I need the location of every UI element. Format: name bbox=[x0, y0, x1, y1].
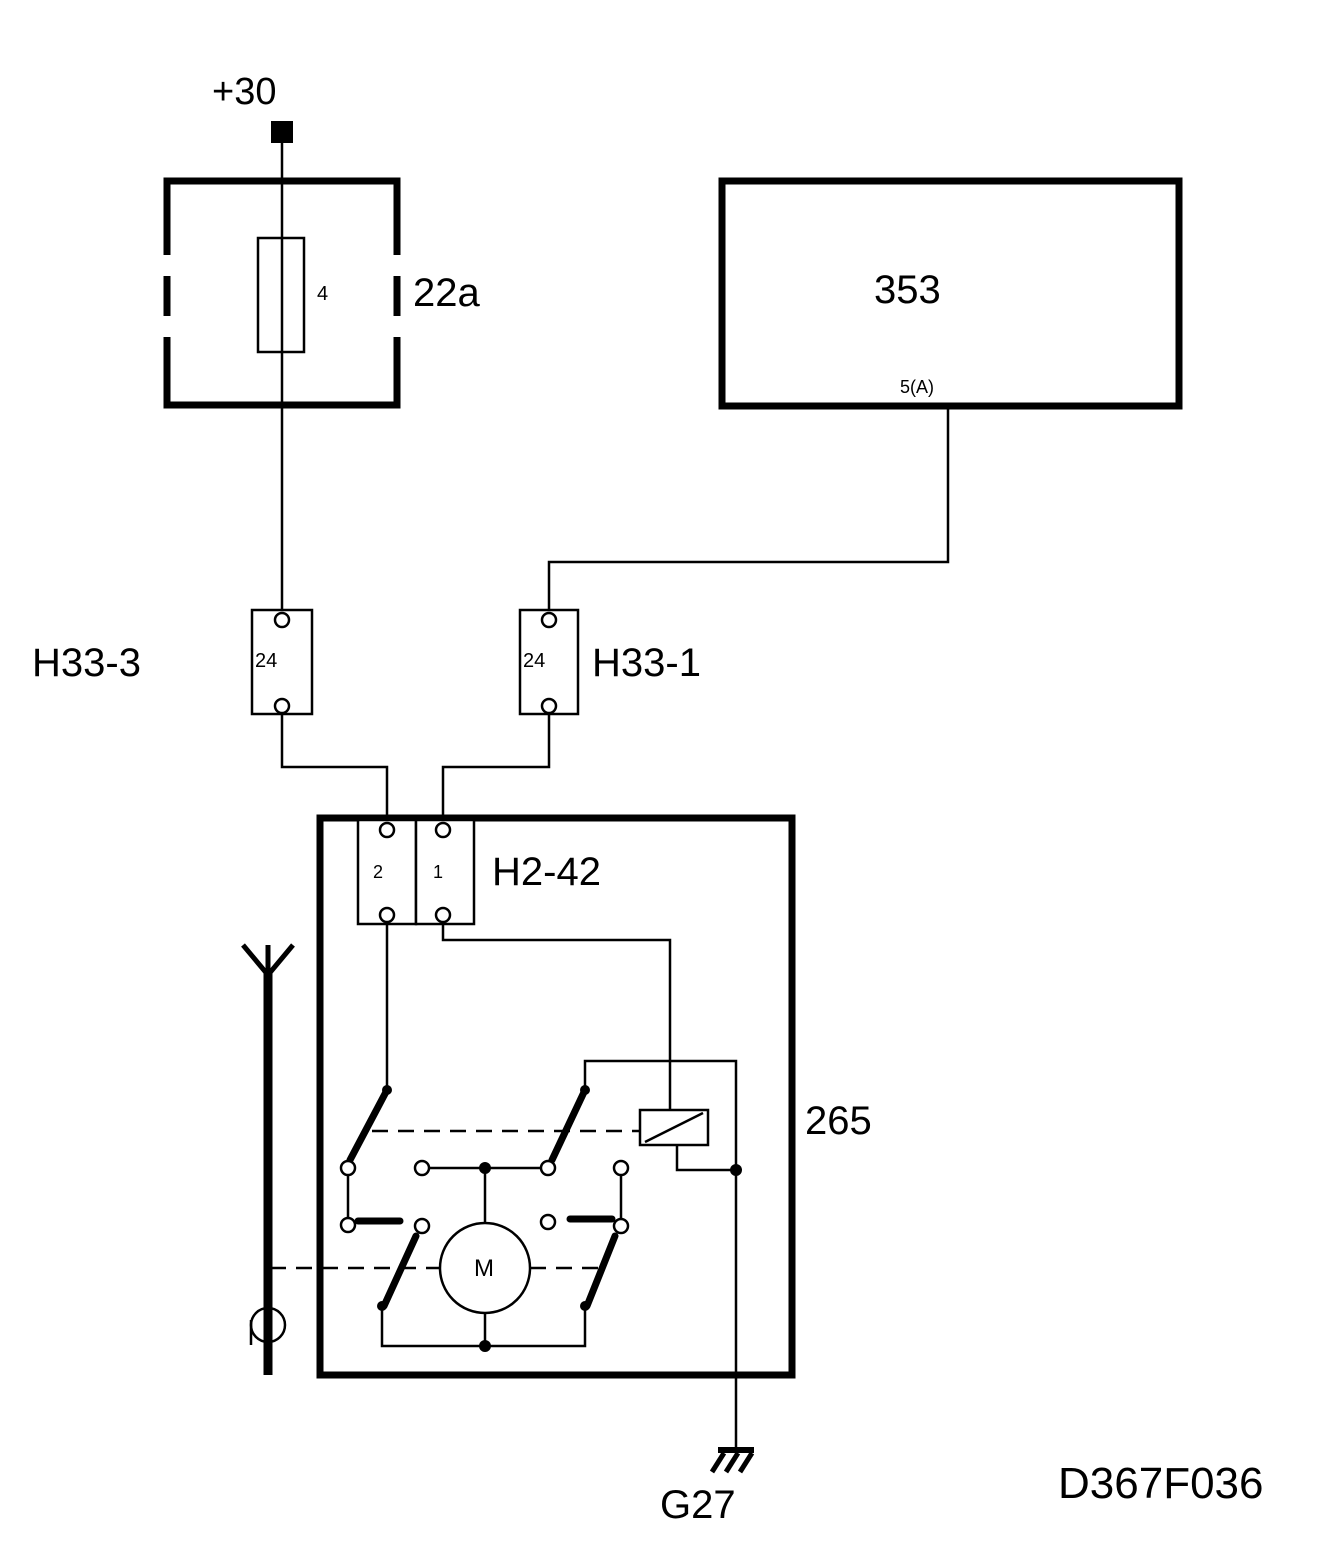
ground-symbol bbox=[709, 1447, 755, 1474]
connector-h33-1-pin: 24 bbox=[523, 650, 545, 672]
relay-switches bbox=[339, 1085, 742, 1177]
connector-h33-1-label: H33-1 bbox=[592, 641, 701, 685]
connector-h2-42 bbox=[356, 818, 476, 926]
diagram-id: D367F036 bbox=[1058, 1459, 1263, 1508]
supply-label: +30 bbox=[212, 71, 276, 113]
supply-terminal bbox=[271, 121, 293, 143]
control-unit-353 bbox=[718, 177, 1183, 410]
antenna-motor-label: 265 bbox=[805, 1099, 872, 1143]
connector-h33-3-label: H33-3 bbox=[32, 641, 141, 685]
ground-label: G27 bbox=[660, 1483, 736, 1527]
limit-switches bbox=[270, 1213, 630, 1311]
antenna-mast bbox=[241, 943, 295, 1375]
motor bbox=[438, 1221, 532, 1352]
connector-h33-3 bbox=[250, 608, 314, 716]
fuse-box-label: 22a bbox=[413, 271, 480, 315]
control-unit-label: 353 bbox=[874, 268, 941, 312]
fuse-number: 4 bbox=[317, 283, 328, 305]
motor-symbol: M bbox=[474, 1255, 494, 1282]
connector-h2-42-pin-right: 1 bbox=[433, 862, 443, 882]
connector-h33-3-pin: 24 bbox=[255, 650, 277, 672]
wiring bbox=[280, 143, 950, 1450]
control-unit-pin: 5(A) bbox=[900, 377, 934, 397]
connector-h2-42-label: H2-42 bbox=[492, 850, 601, 894]
connector-h2-42-pin-left: 2 bbox=[373, 862, 383, 882]
relay bbox=[372, 1108, 710, 1147]
connector-h33-1 bbox=[518, 608, 580, 716]
antenna-motor-265 bbox=[316, 814, 796, 1379]
